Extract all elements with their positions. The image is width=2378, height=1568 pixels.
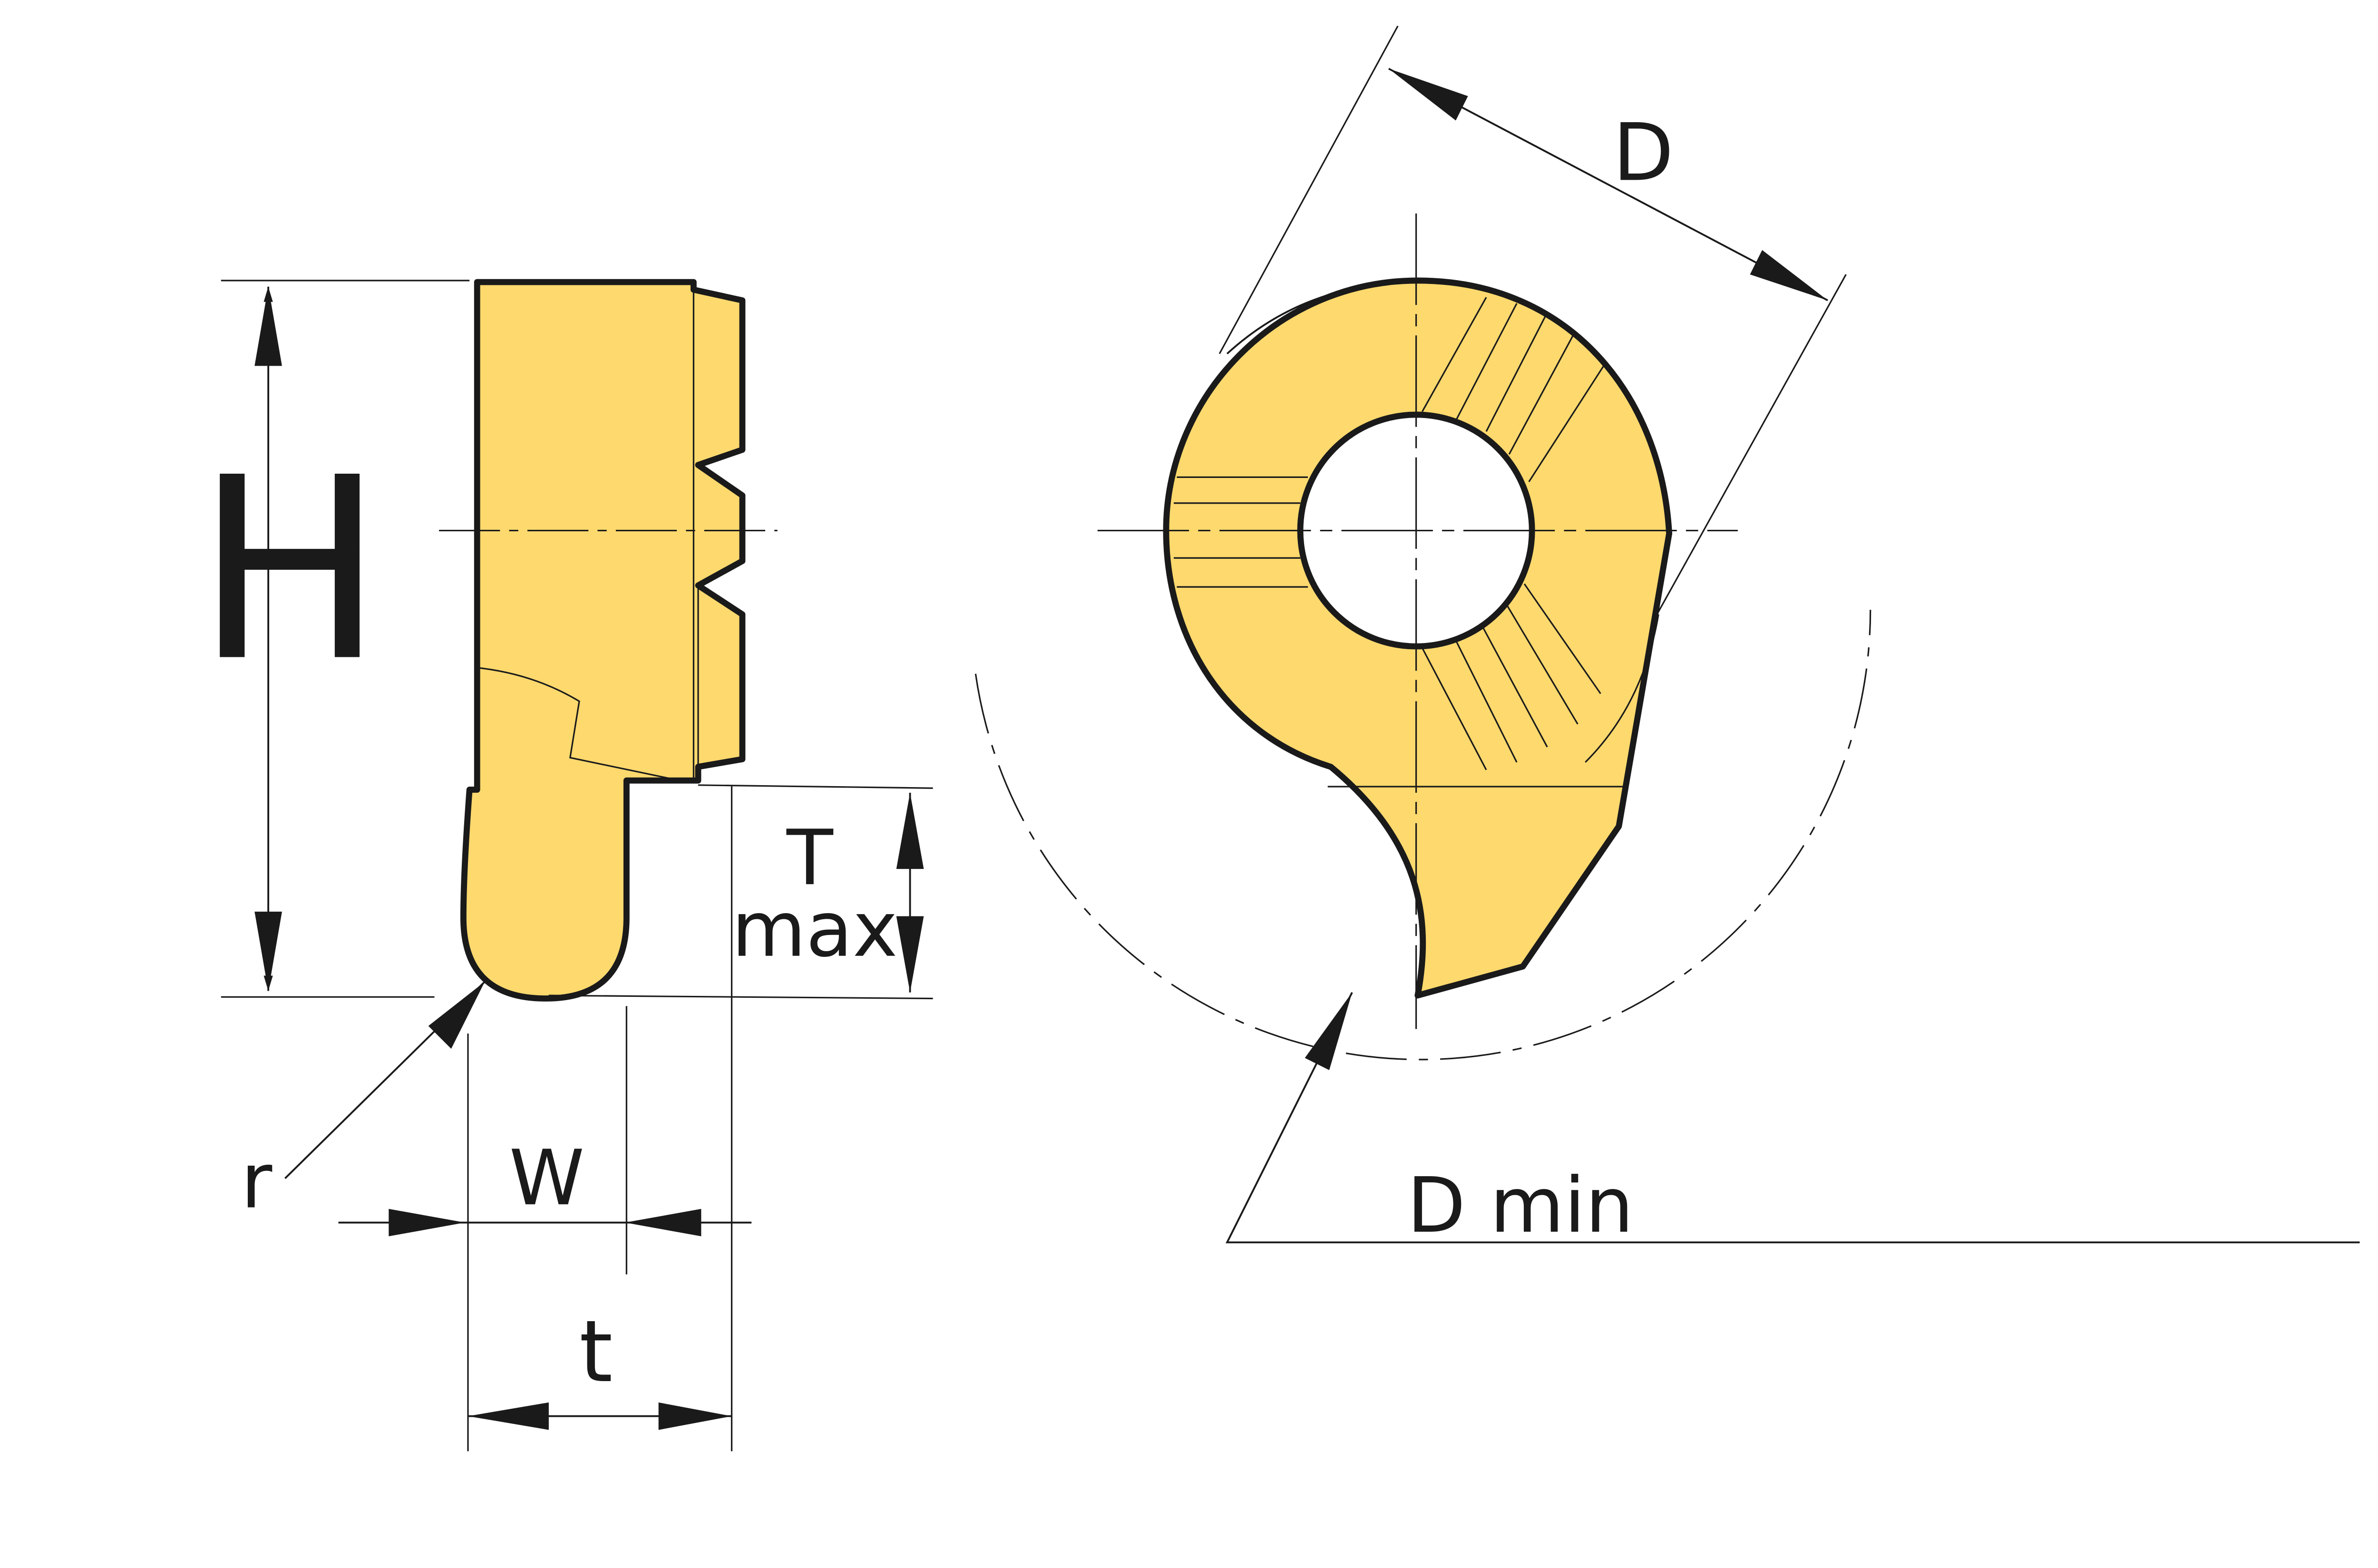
- front-view-flank-line: [1585, 614, 1659, 763]
- dim-Dmin-arrow: [1305, 992, 1352, 1071]
- front-view-hatch-bottom: [1421, 583, 1601, 770]
- dim-T-arrow-bottom: [896, 916, 924, 993]
- dim-D-arrow-left: [1388, 68, 1468, 121]
- dim-r-arrow: [428, 982, 485, 1049]
- dmin-dashed-circle: [975, 610, 1871, 1061]
- dim-t-arrow-left: [468, 1402, 549, 1430]
- dim-T-arrow-top: [896, 792, 924, 869]
- label-r: r: [241, 1137, 272, 1226]
- label-T: T: [786, 813, 834, 902]
- label-D-min: D min: [1407, 1161, 1634, 1250]
- dim-W-arrow-right: [625, 1208, 702, 1237]
- side-view-detail-lines: [477, 290, 699, 781]
- label-max: max: [731, 885, 897, 974]
- front-view-hatch-top: [1421, 297, 1605, 482]
- side-view-extension-lines: [221, 280, 933, 1451]
- label-D: D: [1613, 107, 1674, 199]
- dim-t-arrow-right: [658, 1402, 732, 1430]
- dim-W-arrow-left: [389, 1208, 465, 1237]
- dim-H-arrow-top: [254, 286, 282, 366]
- dim-Dmin-leader: [1226, 992, 2360, 1244]
- front-view-edge-line: [1226, 279, 1418, 355]
- front-view: D D min: [975, 25, 2360, 1250]
- front-view-hatch-left: [1173, 476, 1627, 788]
- label-W: W: [509, 1133, 585, 1222]
- dim-H-arrow-bottom: [254, 911, 282, 991]
- dim-D-arrow-right: [1750, 250, 1828, 301]
- label-H: H: [195, 424, 384, 717]
- label-t: t: [579, 1302, 613, 1402]
- side-view: H T max r W t: [195, 279, 933, 1451]
- dim-D-extension-lines: [1218, 25, 1847, 615]
- side-view-insert-body: [460, 279, 746, 1002]
